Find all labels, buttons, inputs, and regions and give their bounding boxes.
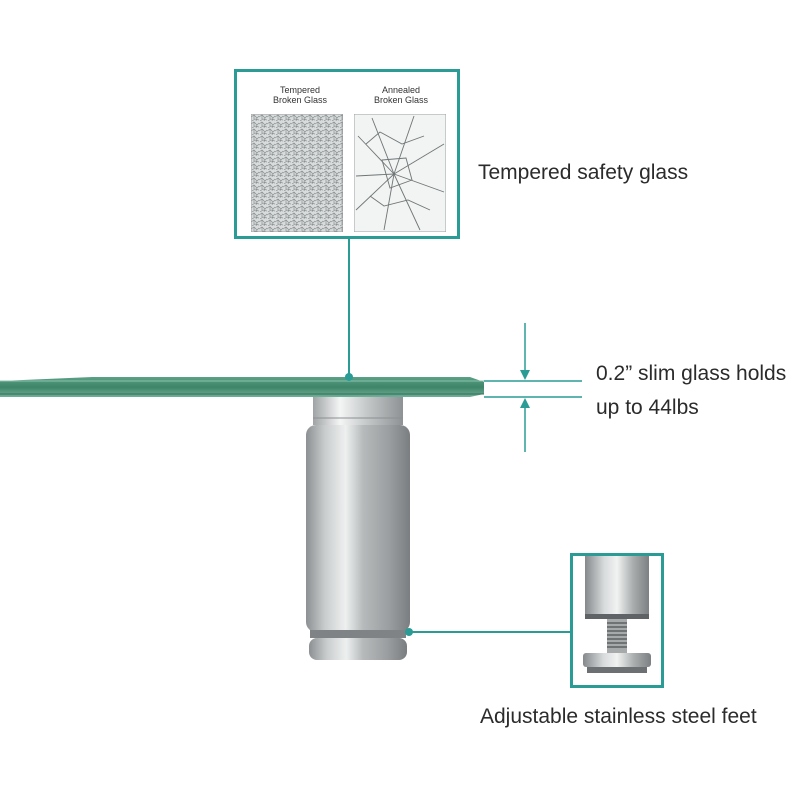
tempered-caption-line1: Tempered <box>279 85 321 95</box>
annealed-caption-line2: Broken Glass <box>373 95 429 105</box>
adjustable-foot-inset <box>570 553 664 688</box>
tempered-callout-line <box>345 239 353 381</box>
glass-comparison-inset: Tempered Broken Glass Annealed Broken Gl… <box>234 69 460 239</box>
adjustable-foot-closeup <box>583 556 651 673</box>
tempered-caption: Tempered Broken Glass <box>255 85 345 105</box>
thickness-dimension <box>484 323 582 452</box>
tempered-glass-swatch <box>251 114 343 232</box>
feet-callout-line <box>405 628 570 636</box>
tempered-caption-line2: Broken Glass <box>272 95 328 105</box>
thickness-label-line2: up to 44lbs <box>596 396 699 419</box>
annealed-caption: Annealed Broken Glass <box>356 85 446 105</box>
adjustable-feet-label: Adjustable stainless steel feet <box>480 705 757 728</box>
thickness-label-line1: 0.2” slim glass holds <box>596 362 787 385</box>
annealed-caption-line1: Annealed <box>381 85 421 95</box>
screw-thread <box>607 619 627 653</box>
annealed-glass-swatch <box>354 114 446 232</box>
steel-leg <box>306 397 410 660</box>
glass-shelf <box>0 377 484 397</box>
tempered-glass-label: Tempered safety glass <box>478 161 689 184</box>
